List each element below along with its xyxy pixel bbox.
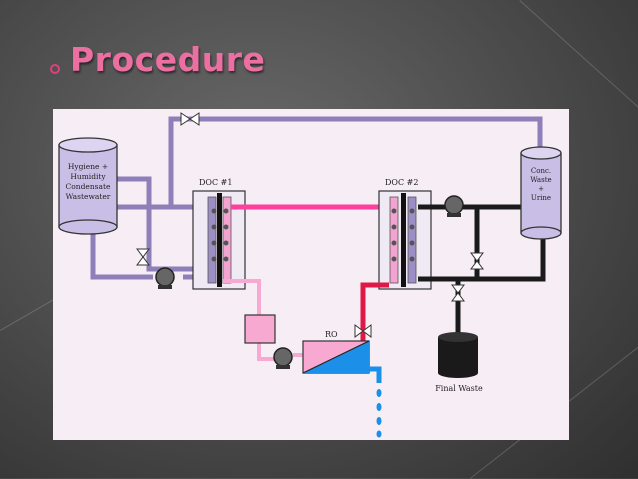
wastewater-tank: Hygiene + Humidity Condensate Wastewater: [58, 137, 118, 235]
valve-icon: [180, 112, 200, 126]
valve-icon: [354, 324, 372, 338]
ro-label: RO: [325, 330, 338, 339]
final-waste-tank: [438, 332, 478, 378]
light-pink-piping: [223, 279, 303, 361]
process-diagram-svg: Hygiene + Humidity Condensate Wastewater…: [58, 112, 562, 438]
valve-icon: [470, 252, 484, 270]
tank-label-line: +: [538, 185, 544, 193]
red-piping: [360, 282, 389, 341]
title-bullet-icon: [50, 64, 60, 74]
pink-piping: [231, 204, 390, 285]
tank-label-line: Wastewater: [66, 192, 111, 201]
tank-label-line: Humidity: [70, 172, 106, 181]
final-waste-label: Final Waste: [435, 384, 483, 393]
pump-icon: [273, 347, 293, 369]
prefilter-box: [244, 314, 276, 344]
blue-piping: [369, 366, 382, 383]
process-diagram: Hygiene + Humidity Condensate Wastewater…: [53, 109, 569, 440]
tank-label-line: Conc.: [531, 167, 551, 175]
tank-label-line: Condensate: [66, 182, 111, 191]
doc2-label: DOC #2: [385, 178, 418, 187]
valve-icon: [451, 284, 465, 302]
tank-label-line: Urine: [531, 194, 551, 202]
slide-title: Procedure: [70, 40, 266, 79]
pump-icon: [155, 267, 175, 289]
ro-unit: [302, 340, 370, 374]
pump-icon: [444, 195, 464, 217]
doc1-label: DOC #1: [199, 178, 232, 187]
valve-icon: [136, 248, 150, 266]
concentrated-waste-tank: Conc. Waste + Urine: [520, 146, 562, 240]
tank-label-line: Hygiene +: [68, 162, 108, 171]
water-drops: [376, 389, 382, 438]
tank-label-line: Waste: [530, 176, 551, 184]
